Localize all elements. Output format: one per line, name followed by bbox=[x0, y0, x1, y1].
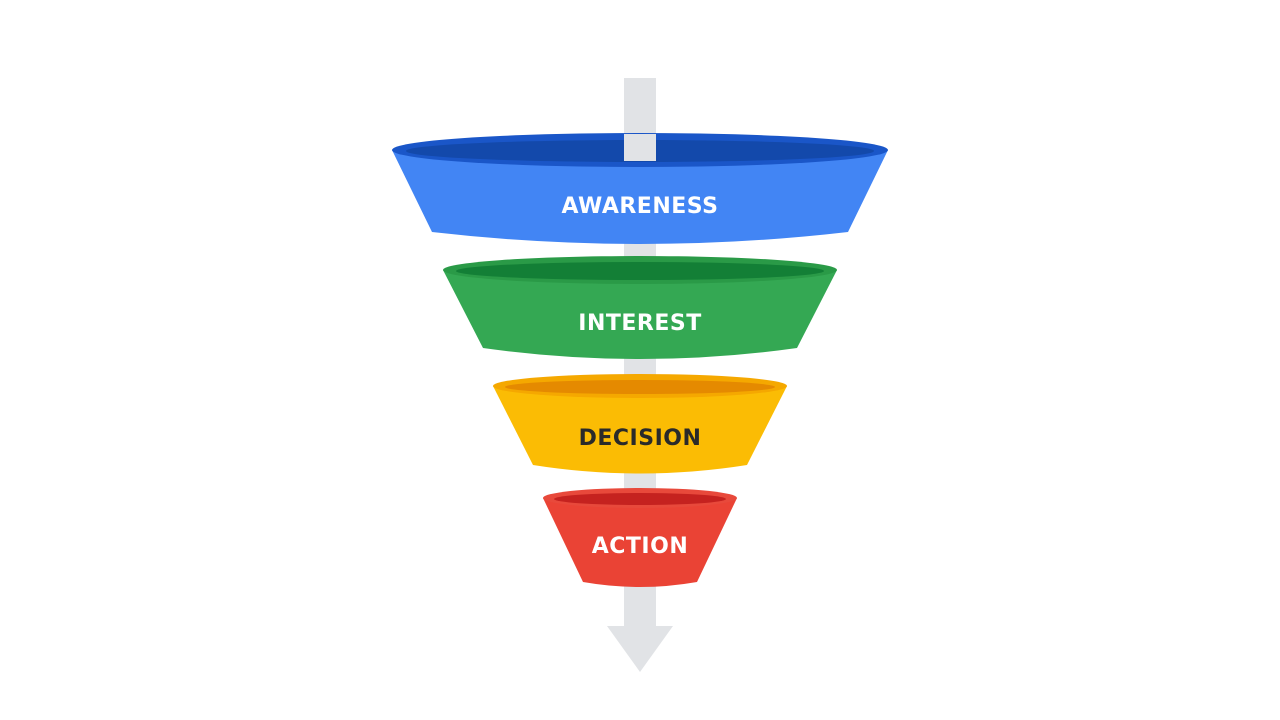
arrow-head-icon bbox=[607, 626, 673, 672]
decision-segment-body bbox=[493, 386, 787, 474]
arrow-through-awareness bbox=[624, 134, 656, 161]
interest-segment-opening bbox=[456, 262, 824, 280]
funnel-stage-decision: DECISION bbox=[493, 374, 787, 474]
interest-label: INTEREST bbox=[578, 311, 701, 336]
awareness-label: AWARENESS bbox=[562, 194, 719, 219]
funnel-stage-awareness: AWARENESS bbox=[392, 133, 888, 244]
action-segment-opening bbox=[554, 493, 726, 505]
action-segment-body bbox=[543, 498, 737, 587]
action-label: ACTION bbox=[592, 534, 688, 559]
decision-segment-opening bbox=[505, 380, 775, 394]
funnel-stage-action: ACTION bbox=[543, 488, 737, 587]
funnel-stage-interest: INTEREST bbox=[443, 256, 837, 359]
interest-segment-body bbox=[443, 270, 837, 359]
awareness-segment-body bbox=[392, 150, 888, 244]
decision-label: DECISION bbox=[579, 426, 702, 451]
